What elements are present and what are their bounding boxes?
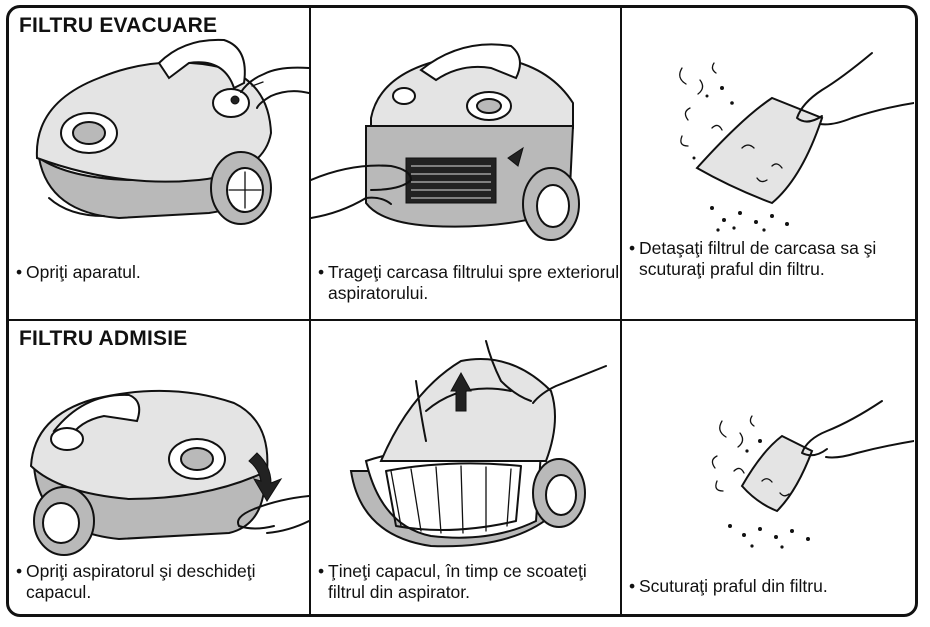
section-title-exhaust-filter: FILTRU EVACUARE: [19, 14, 217, 38]
bullet-icon: •: [318, 262, 328, 283]
instruction-sheet: •Opriţi aparatul. FILTRU EVACUARE: [6, 5, 918, 617]
step-cell-exhaust-2: •Trageţi carcasa filtrului spre exterior…: [311, 8, 622, 321]
step-text: Opriţi aspiratorul şi deschideţi capacul…: [26, 561, 256, 602]
step-caption: •Ţineţi capacul, în timp ce scoateţi fil…: [318, 561, 620, 603]
step-caption: •Opriţi aparatul.: [16, 262, 141, 283]
step-caption: •Detaşaţi filtrul de carcasa sa şi scutu…: [629, 238, 915, 280]
instruction-grid: •Opriţi aparatul. FILTRU EVACUARE: [9, 8, 915, 614]
open-lid-illustration: [9, 321, 309, 556]
shake-filter-dust-illustration: [622, 8, 914, 238]
pull-filter-housing-illustration: [311, 8, 621, 258]
step-caption: •Opriţi aspiratorul şi deschideţi capacu…: [16, 561, 309, 603]
bullet-icon: •: [318, 561, 328, 582]
step-text: Ţineţi capacul, în timp ce scoateţi filt…: [328, 561, 587, 602]
bullet-icon: •: [629, 238, 639, 259]
section-title-intake-filter: FILTRU ADMISIE: [19, 327, 187, 351]
step-cell-exhaust-3: •Detaşaţi filtrul de carcasa sa şi scutu…: [622, 8, 915, 321]
bullet-icon: •: [16, 561, 26, 582]
shake-filter-dust-illustration: [622, 321, 914, 561]
step-cell-intake-3: •Scuturaţi praful din filtru.: [622, 321, 915, 614]
step-text: Scuturaţi praful din filtru.: [639, 576, 828, 596]
vacuum-power-button-illustration: [9, 8, 309, 248]
bullet-icon: •: [16, 262, 26, 283]
step-text: Detaşaţi filtrul de carcasa sa şi scutur…: [639, 238, 876, 279]
step-cell-intake-1: •Opriţi aspiratorul şi deschideţi capacu…: [9, 321, 311, 614]
step-text: Trageţi carcasa filtrului spre exterioru…: [328, 262, 619, 303]
step-cell-intake-2: •Ţineţi capacul, în timp ce scoateţi fil…: [311, 321, 622, 614]
remove-intake-filter-illustration: [311, 321, 621, 561]
bullet-icon: •: [629, 576, 639, 597]
step-caption: •Trageţi carcasa filtrului spre exterior…: [318, 262, 620, 304]
step-cell-exhaust-1: •Opriţi aparatul. FILTRU EVACUARE: [9, 8, 311, 321]
step-caption: •Scuturaţi praful din filtru.: [629, 576, 828, 597]
step-text: Opriţi aparatul.: [26, 262, 141, 282]
